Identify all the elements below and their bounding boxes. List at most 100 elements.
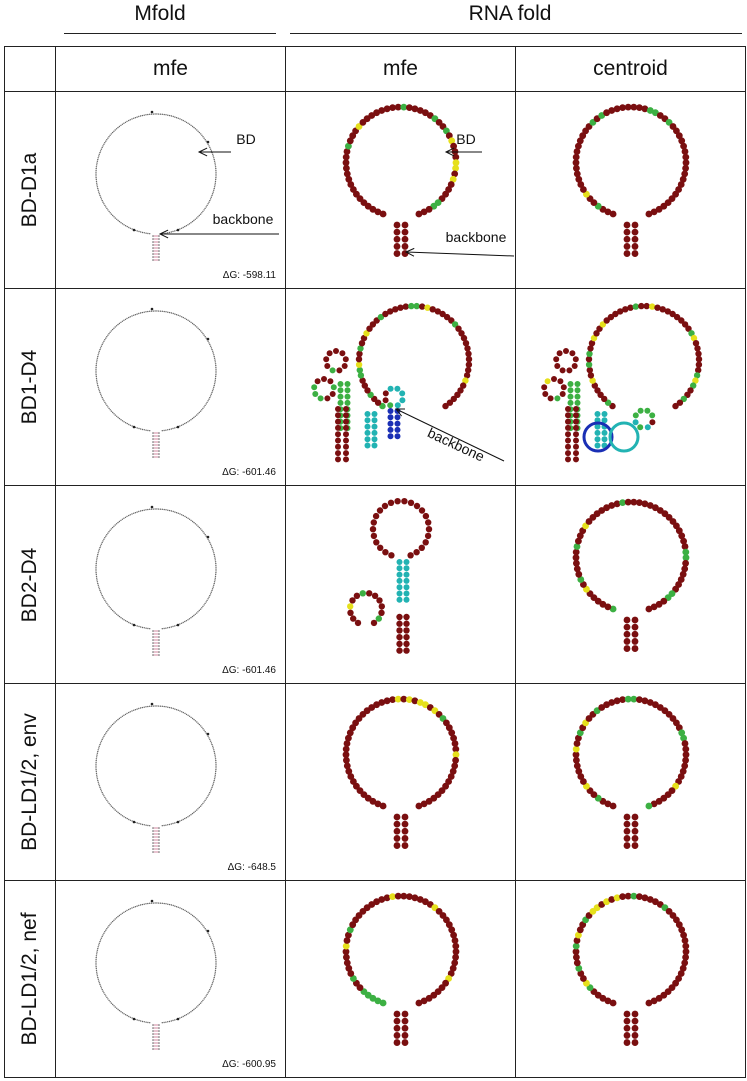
nucleotide-dot bbox=[631, 228, 639, 236]
mfold-base-point bbox=[124, 816, 127, 819]
mfold-base-point bbox=[213, 947, 215, 950]
mfold-base-point bbox=[211, 784, 214, 787]
mfold-base-point bbox=[187, 319, 189, 322]
nucleotide-dot bbox=[451, 170, 459, 178]
table-row: BD1-D4 ΔG: -601.46 backbone bbox=[4, 288, 746, 487]
mfold-base-point bbox=[103, 932, 105, 934]
mfold-base-point bbox=[203, 729, 205, 731]
mfold-base-point bbox=[100, 543, 103, 545]
nucleotide-dot bbox=[594, 387, 601, 394]
mfold-base-point bbox=[109, 212, 111, 214]
mfold-base-point bbox=[172, 1019, 174, 1022]
mfold-base-point bbox=[124, 121, 127, 124]
mfold-base-point bbox=[215, 956, 217, 959]
mfold-base-point bbox=[158, 644, 160, 647]
annotation-arrow-line bbox=[405, 251, 515, 257]
mfold-base-point bbox=[97, 779, 99, 781]
mfold-base-point bbox=[190, 616, 192, 618]
mfold-base-point bbox=[158, 647, 160, 650]
mfold-base-point bbox=[214, 951, 216, 953]
mfold-base-point bbox=[197, 413, 199, 415]
mfold-base-point bbox=[197, 919, 199, 921]
nucleotide-dot bbox=[447, 969, 455, 977]
mfold-base-point bbox=[158, 838, 160, 841]
nucleotide-dot bbox=[360, 335, 368, 342]
mfold-base-point bbox=[158, 241, 160, 243]
mfold-base-point bbox=[152, 850, 154, 853]
nucleotide-dot bbox=[685, 325, 692, 333]
arrow-head bbox=[158, 229, 169, 239]
mfold-base-point bbox=[95, 766, 97, 769]
mfold-base-point bbox=[215, 569, 217, 572]
nucleotide-dot bbox=[682, 559, 689, 567]
nucleotide-dot bbox=[631, 841, 639, 849]
mfold-base-point bbox=[196, 414, 198, 417]
nucleotide-dot bbox=[650, 208, 658, 216]
mfold-base-point bbox=[96, 973, 98, 975]
nucleotide-dot bbox=[603, 898, 610, 905]
nucleotide-dot bbox=[396, 558, 403, 565]
mfold-base-point bbox=[211, 743, 213, 745]
mfold-base-point bbox=[118, 520, 121, 522]
mfold-base-point bbox=[205, 535, 207, 537]
nucleotide-dot bbox=[631, 250, 639, 258]
nucleotide-dot bbox=[387, 402, 394, 409]
mfold-base-point bbox=[170, 625, 172, 628]
mfold-base-point bbox=[149, 1021, 151, 1024]
mfold-base-point bbox=[131, 118, 133, 120]
nucleotide-dot bbox=[679, 767, 687, 775]
table-row: BD-LD1/2, env ΔG: -648.5 bbox=[4, 682, 746, 881]
nucleotide-dot bbox=[563, 348, 569, 355]
mfold-base-point bbox=[170, 706, 173, 709]
row-label: BD-LD1/2, env bbox=[18, 712, 41, 851]
mfold-base-point bbox=[214, 381, 216, 384]
mfold-base-point bbox=[184, 909, 186, 911]
mfold-base-point bbox=[158, 632, 160, 635]
mfold-base-point bbox=[156, 113, 158, 115]
mfold-base-point bbox=[102, 342, 104, 344]
mfold-base-point bbox=[198, 806, 200, 808]
mfold-base-point bbox=[205, 732, 207, 734]
mfold-base-point bbox=[96, 578, 98, 581]
mfold-base-point bbox=[152, 456, 154, 459]
nucleotide-dot bbox=[396, 590, 403, 596]
mfold-base-point bbox=[165, 429, 167, 432]
mfold-base-point bbox=[143, 311, 145, 314]
nucleotide-dot bbox=[383, 894, 391, 902]
nucleotide-dot bbox=[587, 372, 595, 379]
mfold-base-point bbox=[193, 614, 195, 616]
nucleotide-dot bbox=[580, 186, 587, 194]
nucleotide-dot bbox=[565, 418, 571, 425]
mfold-base-point bbox=[96, 357, 99, 360]
mfold-base-point bbox=[213, 386, 215, 389]
mfold-base-point bbox=[139, 509, 142, 512]
mfold-base-point bbox=[120, 124, 122, 127]
nucleotide-dot bbox=[425, 518, 432, 526]
mfold-base-point bbox=[184, 226, 186, 228]
mfold-base-point bbox=[209, 198, 212, 200]
mfold-base-point bbox=[115, 128, 118, 130]
mfold-base-point bbox=[165, 705, 167, 708]
mfold-base-point bbox=[103, 538, 105, 540]
mfold-base-point bbox=[197, 130, 199, 133]
nucleotide-dot bbox=[403, 590, 410, 596]
mfold-base-point bbox=[98, 981, 101, 984]
mfold-base-point bbox=[124, 319, 127, 321]
mfold-base-point bbox=[167, 311, 169, 314]
nucleotide-dot bbox=[572, 548, 580, 555]
mfold-base-point bbox=[100, 395, 103, 397]
nucleotide-dot bbox=[445, 921, 453, 928]
nucleotide-dot bbox=[575, 176, 583, 183]
nucleotide-dot bbox=[394, 497, 401, 504]
nucleotide-dot bbox=[638, 303, 645, 310]
nucleotide-dot bbox=[560, 384, 567, 391]
mfold-base-point bbox=[188, 320, 191, 323]
mfold-base-point bbox=[158, 310, 160, 313]
mfold-base-point bbox=[145, 114, 147, 116]
nucleotide-dot bbox=[603, 503, 610, 511]
mfold-base-point bbox=[120, 519, 122, 521]
mfold-base-point bbox=[102, 201, 104, 204]
mfold-base-point bbox=[113, 216, 115, 218]
nucleotide-dot bbox=[655, 797, 663, 805]
nucleotide-dot bbox=[573, 437, 579, 444]
